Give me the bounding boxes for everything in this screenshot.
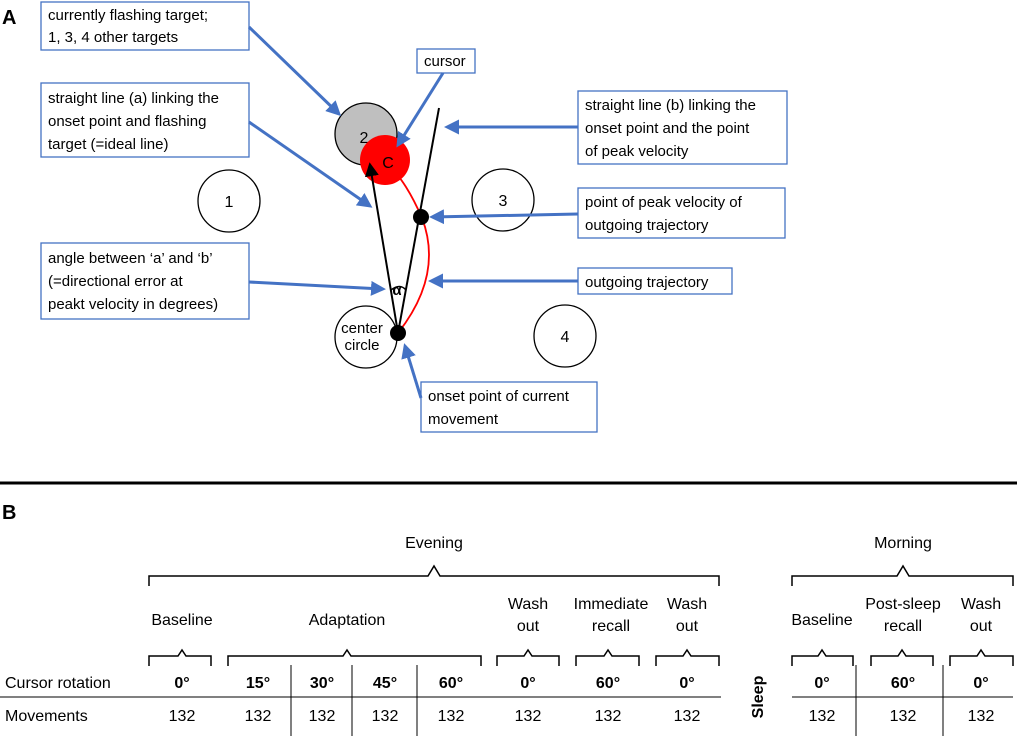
phase-baseline-morning: Baseline bbox=[791, 612, 852, 629]
morning-brace bbox=[791, 564, 1014, 586]
evening-brace bbox=[148, 564, 720, 586]
rotation-cell-2: 15° bbox=[246, 675, 270, 692]
angle-annotation-line-3: peakt velocity in degrees) bbox=[48, 296, 218, 313]
target-4-circle bbox=[533, 304, 597, 368]
brace-postsleep bbox=[870, 648, 934, 666]
angle-arc bbox=[390, 285, 407, 291]
alpha-symbol: α bbox=[392, 282, 402, 299]
movements-cell-8: 132 bbox=[674, 708, 701, 725]
phase-washout-2-line-1: Wash bbox=[667, 596, 707, 613]
target-2-label: 2 bbox=[360, 130, 369, 147]
brace-immediate bbox=[575, 648, 640, 666]
evening-label: Evening bbox=[405, 535, 463, 552]
rotation-cell-8: 0° bbox=[679, 675, 694, 692]
onset-point bbox=[390, 325, 406, 341]
brace-washout-1 bbox=[496, 648, 560, 666]
phase-baseline: Baseline bbox=[151, 612, 212, 629]
target-1-label: 1 bbox=[225, 194, 234, 211]
movements-cell-9: 132 bbox=[809, 708, 836, 725]
outgoing-trajectory-curve bbox=[389, 167, 430, 334]
rotation-cell-4: 45° bbox=[373, 675, 397, 692]
cursor-label: C bbox=[382, 155, 394, 172]
phase-immediate-line-2: recall bbox=[592, 618, 630, 635]
cursor-arrow bbox=[396, 72, 445, 148]
flashing-annotation-line-1: currently flashing target; bbox=[48, 7, 208, 24]
angle-annotation-box bbox=[40, 242, 250, 320]
peak-velocity-point bbox=[413, 209, 429, 225]
onset-annotation-box bbox=[420, 381, 598, 433]
line-a-annotation-box bbox=[40, 82, 250, 158]
brace-baseline bbox=[148, 648, 212, 666]
brace-washout-morning bbox=[949, 648, 1014, 666]
target-3-label: 3 bbox=[499, 193, 508, 210]
row-label-rotation: Cursor rotation bbox=[5, 675, 111, 692]
trajectory-annotation-text: outgoing trajectory bbox=[585, 274, 709, 291]
morning-label: Morning bbox=[874, 535, 932, 552]
row-label-movements: Movements bbox=[5, 708, 88, 725]
movements-cell-5: 132 bbox=[438, 708, 465, 725]
peak-annotation-box bbox=[577, 187, 786, 239]
angle-arrow bbox=[248, 280, 386, 296]
rotation-cell-1: 0° bbox=[174, 675, 189, 692]
rotation-cell-9: 0° bbox=[814, 675, 829, 692]
phase-washout-1-line-2: out bbox=[517, 618, 540, 635]
line-a-annotation-line-1: straight line (a) linking the bbox=[48, 90, 219, 107]
flashing-arrow bbox=[247, 25, 342, 117]
flashing-annotation-line-2: 1, 3, 4 other targets bbox=[48, 29, 178, 46]
table-cells: 0° 132 15° 132 30° 132 45° 132 60° 132 0° 132 60° 132… bbox=[169, 675, 995, 725]
phase-washout-morning-line-1: Wash bbox=[961, 596, 1001, 613]
rotation-cell-3: 30° bbox=[310, 675, 334, 692]
line-a-annotation-line-3: target (=ideal line) bbox=[48, 136, 168, 153]
movements-cell-1: 132 bbox=[169, 708, 196, 725]
sleep-label: Sleep bbox=[750, 675, 767, 718]
line-a-annotation-line-2: onset point and flashing bbox=[48, 113, 206, 130]
onset-annotation-line-2: movement bbox=[428, 411, 499, 428]
angle-annotation-line-1: angle between ‘a’ and ‘b’ bbox=[48, 250, 213, 267]
brace-washout-2 bbox=[655, 648, 720, 666]
cursor-annotation-text: cursor bbox=[424, 53, 466, 70]
phase-washout-2-line-2: out bbox=[676, 618, 699, 635]
movements-cell-10: 132 bbox=[890, 708, 917, 725]
brace-baseline-morning bbox=[791, 648, 854, 666]
target-4-label: 4 bbox=[561, 329, 570, 346]
onset-arrow bbox=[401, 343, 423, 399]
cursor-annotation-box bbox=[416, 48, 476, 74]
movements-cell-3: 132 bbox=[309, 708, 336, 725]
onset-annotation-line-1: onset point of current bbox=[428, 388, 570, 405]
movements-cell-11: 132 bbox=[968, 708, 995, 725]
ideal-line-a bbox=[364, 162, 399, 334]
line-b-annotation-line-3: of peak velocity bbox=[585, 143, 689, 160]
phase-immediate-line-1: Immediate bbox=[574, 596, 649, 613]
rotation-cell-11: 0° bbox=[973, 675, 988, 692]
rotation-cell-5: 60° bbox=[439, 675, 463, 692]
movements-cell-7: 132 bbox=[595, 708, 622, 725]
peak-annotation-line-1: point of peak velocity of bbox=[585, 194, 743, 211]
phase-adaptation: Adaptation bbox=[309, 612, 386, 629]
movements-cell-4: 132 bbox=[372, 708, 399, 725]
phase-postsleep-line-2: recall bbox=[884, 618, 922, 635]
rotation-cell-7: 60° bbox=[596, 675, 620, 692]
movements-cell-6: 132 bbox=[515, 708, 542, 725]
center-circle-label-2: circle bbox=[344, 337, 379, 354]
brace-adaptation bbox=[227, 648, 482, 666]
phase-washout-1-line-1: Wash bbox=[508, 596, 548, 613]
flashing-annotation-box bbox=[40, 1, 250, 51]
line-a-arrow bbox=[248, 120, 373, 208]
panel-a-letter: A bbox=[2, 7, 16, 29]
target-1-circle bbox=[197, 169, 261, 233]
panel-b-letter: B bbox=[2, 502, 16, 524]
line-b-annotation-line-2: onset point and the point bbox=[585, 120, 750, 137]
phase-postsleep-line-1: Post-sleep bbox=[865, 596, 941, 613]
rotation-cell-6: 0° bbox=[520, 675, 535, 692]
movements-cell-2: 132 bbox=[245, 708, 272, 725]
peak-annotation-line-2: outgoing trajectory bbox=[585, 217, 709, 234]
line-b-annotation-line-1: straight line (b) linking the bbox=[585, 97, 756, 114]
center-circle-label-1: center bbox=[341, 320, 383, 337]
rotation-cell-10: 60° bbox=[891, 675, 915, 692]
peak-arrow bbox=[429, 209, 579, 225]
angle-annotation-line-2: (=directional error at bbox=[48, 273, 183, 290]
line-b-annotation-box bbox=[577, 90, 788, 165]
phase-washout-morning-line-2: out bbox=[970, 618, 993, 635]
